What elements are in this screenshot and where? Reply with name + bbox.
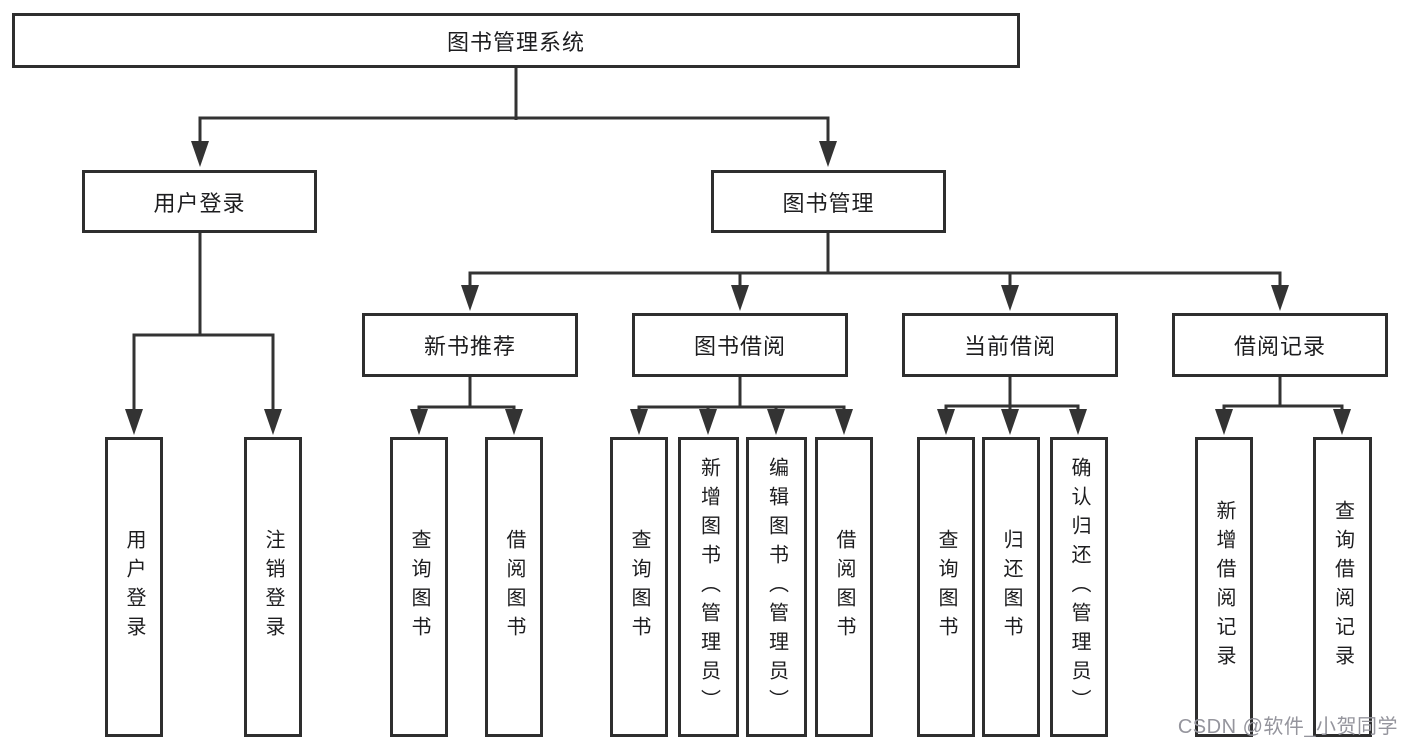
connector-root-to-level1: [191, 68, 837, 167]
csdn-watermark: CSDN @软件_小贺同学: [1177, 716, 1398, 738]
connector-login-to-leaves: [125, 233, 282, 435]
connector-manage-to-level2: [461, 233, 1289, 311]
node-root: 图书管理系统: [12, 13, 1020, 68]
leaf-records-query: 查询借阅记录: [1313, 437, 1372, 737]
leaf-current-query: 查询图书: [917, 437, 975, 737]
connector-borrow-to-leaves: [630, 377, 853, 435]
leaf-borrow-query-label: 查询图书: [628, 529, 650, 645]
connector-newbook-to-leaves: [410, 377, 523, 435]
leaf-borrow-add-label: 新增图书（管理员）: [697, 456, 720, 718]
leaf-records-add-label: 新增借阅记录: [1213, 500, 1235, 674]
leaf-logout-label: 注销登录: [262, 529, 284, 645]
node-new-book-recommend: 新书推荐: [362, 313, 578, 377]
connector-records-to-leaves: [1215, 377, 1351, 435]
leaf-current-return-label: 归还图书: [1000, 529, 1022, 645]
node-new-book-recommend-label: 新书推荐: [423, 334, 516, 359]
node-user-login-label: 用户登录: [153, 190, 246, 216]
node-current-borrow-label: 当前借阅: [963, 334, 1056, 359]
leaf-current-query-label: 查询图书: [935, 529, 957, 645]
leaf-user-login-label: 用户登录: [123, 529, 145, 645]
leaf-newbook-borrow-label: 借阅图书: [503, 529, 525, 645]
node-root-label: 图书管理系统: [446, 29, 585, 55]
node-user-login: 用户登录: [82, 170, 317, 233]
leaf-borrow-edit: 编辑图书（管理员）: [746, 437, 807, 737]
node-borrow-records: 借阅记录: [1172, 313, 1388, 377]
leaf-borrow-borrow: 借阅图书: [815, 437, 873, 737]
leaf-current-return: 归还图书: [982, 437, 1040, 737]
node-book-borrow-label: 图书借阅: [693, 334, 786, 359]
node-borrow-records-label: 借阅记录: [1233, 334, 1326, 359]
leaf-current-confirm-label: 确认归还（管理员）: [1068, 456, 1090, 718]
leaf-user-login: 用户登录: [105, 437, 163, 737]
node-book-manage-label: 图书管理: [782, 190, 875, 216]
leaf-newbook-borrow: 借阅图书: [485, 437, 543, 737]
leaf-newbook-query-label: 查询图书: [408, 529, 430, 645]
leaf-borrow-borrow-label: 借阅图书: [833, 529, 855, 645]
connector-current-to-leaves: [937, 377, 1087, 435]
leaf-records-query-label: 查询借阅记录: [1331, 500, 1354, 674]
leaf-logout: 注销登录: [244, 437, 302, 737]
node-book-borrow: 图书借阅: [632, 313, 848, 377]
node-book-manage: 图书管理: [711, 170, 946, 233]
leaf-borrow-edit-label: 编辑图书（管理员）: [765, 456, 788, 718]
leaf-borrow-add: 新增图书（管理员）: [678, 437, 739, 737]
leaf-current-confirm: 确认归还（管理员）: [1050, 437, 1108, 737]
leaf-records-add: 新增借阅记录: [1195, 437, 1253, 737]
node-current-borrow: 当前借阅: [902, 313, 1118, 377]
leaf-newbook-query: 查询图书: [390, 437, 448, 737]
leaf-borrow-query: 查询图书: [610, 437, 668, 737]
